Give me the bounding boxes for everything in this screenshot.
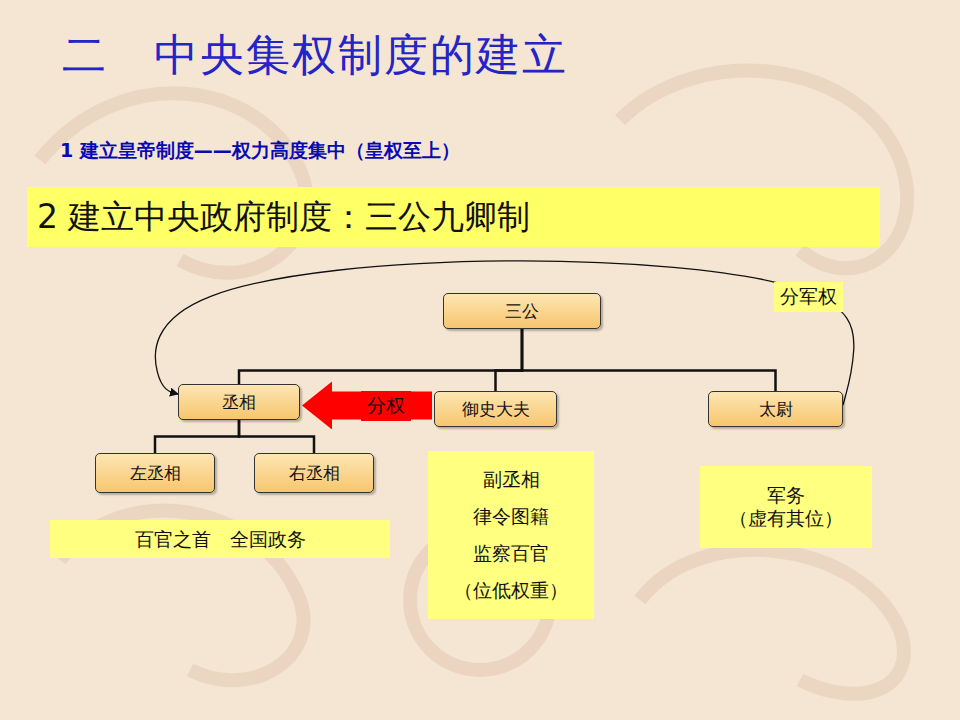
node-text: 御史大夫 xyxy=(462,398,530,421)
office-box: 左丞相 xyxy=(95,453,215,493)
section-band: 2 建立中央政府制度：三公九卿制 xyxy=(27,187,880,247)
edge-label: 分权 xyxy=(361,391,411,421)
node-text: 右丞相 xyxy=(289,462,340,485)
page-title: 二 中央集权制度的建立 xyxy=(62,26,568,85)
tree-connector xyxy=(496,329,523,391)
node-text: 左丞相 xyxy=(130,462,181,485)
node-text: 百官之首 全国政务 xyxy=(135,528,306,551)
node-text: （虚有其位） xyxy=(729,507,843,530)
node-text: 2 建立中央政府制度：三公九卿制 xyxy=(37,195,531,240)
duty-note: 军务（虚有其位） xyxy=(700,466,872,548)
duty-note: 副丞相律令图籍监察百官 （位低权重） xyxy=(428,451,594,619)
node-text: 丞相 xyxy=(222,391,256,414)
block-arrow xyxy=(302,382,432,430)
node-text: 太尉 xyxy=(759,398,793,421)
office-box: 御史大夫 xyxy=(434,391,557,427)
node-text: 三公 xyxy=(505,300,539,323)
tree-connector xyxy=(239,329,522,384)
edge-label: 分军权 xyxy=(774,282,843,312)
node-text: 律令图籍 xyxy=(473,505,549,528)
office-box: 三公 xyxy=(443,293,601,329)
duty-note: 百官之首 全国政务 xyxy=(50,520,390,558)
section-heading: 1 建立皇帝制度——权力高度集中（皇权至上） xyxy=(60,138,460,164)
office-box: 太尉 xyxy=(708,391,843,427)
node-text: 军务 xyxy=(767,484,805,507)
office-box: 右丞相 xyxy=(254,453,374,493)
tree-connector xyxy=(239,420,314,453)
node-text: 监察百官 xyxy=(473,542,549,565)
tree-connector xyxy=(522,329,776,391)
ornament-swirl xyxy=(640,550,904,694)
node-text: （位低权重） xyxy=(454,579,568,602)
tree-connector xyxy=(155,420,239,453)
node-text: 副丞相 xyxy=(483,468,540,491)
office-box: 丞相 xyxy=(178,384,300,420)
